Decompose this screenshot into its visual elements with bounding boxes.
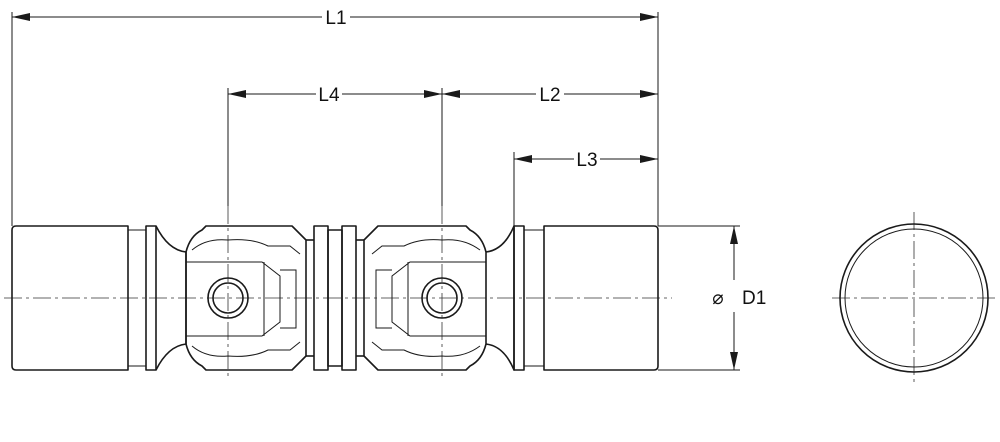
left-yoke-ear — [280, 269, 297, 329]
left-pin-inner — [212, 282, 244, 314]
l2-label: L2 — [539, 85, 560, 106]
right-pin-outer — [421, 277, 463, 319]
l3-right-arrow — [640, 155, 658, 163]
left-yoke-upper-edge — [191, 239, 301, 255]
left-yoke-lower-edge — [191, 341, 301, 357]
dimension-l1: L1 — [12, 8, 658, 29]
d1-label: D1 — [742, 288, 766, 309]
l3-left-arrow — [514, 155, 532, 163]
dimension-d1: ⌀ D1 — [712, 226, 766, 370]
l1-right-arrow — [640, 13, 658, 21]
right-collar — [513, 225, 525, 371]
right-cross-block — [391, 261, 486, 337]
middle-section — [306, 225, 364, 371]
right-hub-body — [543, 225, 659, 371]
center-lines — [4, 206, 996, 382]
extension-lines — [11, 12, 740, 371]
end-view — [839, 223, 989, 373]
d1-bottom-arrow — [730, 352, 738, 370]
middle-right-collar — [341, 225, 357, 371]
right-yoke-upper-edge — [371, 239, 481, 255]
dimension-l3: L3 — [514, 150, 658, 171]
right-yoke-lower-edge — [371, 341, 481, 357]
l4-left-arrow — [228, 90, 246, 98]
l2-right-arrow — [640, 90, 658, 98]
l3-label: L3 — [576, 150, 597, 171]
right-yoke-ear — [375, 269, 392, 329]
end-view-inner-circle — [844, 228, 984, 368]
dimension-l2: L2 — [442, 85, 658, 106]
right-hub — [485, 225, 659, 371]
diameter-symbol: ⌀ — [712, 288, 723, 309]
l1-left-arrow — [12, 13, 30, 21]
l2-left-arrow — [442, 90, 460, 98]
left-hub-body — [11, 225, 129, 371]
end-view-outer-circle — [839, 223, 989, 373]
left-pin-outer — [207, 277, 249, 319]
dimension-l4: L4 — [228, 85, 442, 106]
l1-label: L1 — [325, 8, 346, 29]
left-cross-block — [186, 261, 281, 337]
l4-right-arrow — [424, 90, 442, 98]
right-pin-inner — [426, 282, 458, 314]
d1-top-arrow — [730, 226, 738, 244]
left-collar — [145, 225, 157, 371]
l4-label: L4 — [318, 85, 340, 106]
